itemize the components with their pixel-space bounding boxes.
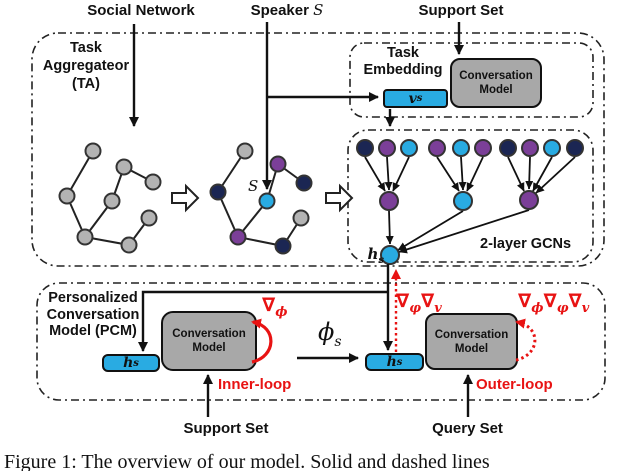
conversation-model-box-top: Conversation Model: [450, 58, 542, 108]
phi-s-sub: s: [334, 333, 342, 350]
social-graph-edges: [66, 150, 154, 246]
conversation-model-box-inner: Conversation Model: [161, 311, 257, 371]
figure-caption: Figure 1: The overview of our model. Sol…: [4, 451, 490, 471]
phi-var: ϕ: [318, 318, 335, 346]
nabla: ∇: [421, 290, 435, 312]
gcn-node-purple: [428, 139, 446, 157]
phi-sub: ϕ: [275, 304, 288, 320]
phi-sub: ϕ: [531, 300, 544, 316]
gcn-hidden-node-purple: [519, 190, 539, 210]
conversation-model-label: Conversation: [172, 328, 246, 340]
graph-node-gray: [236, 142, 254, 160]
graph-node-purple: [269, 155, 287, 173]
nabla: ∇: [543, 290, 557, 312]
hs-gcn-label: hs: [360, 245, 384, 266]
hs-sub: s: [396, 356, 403, 368]
gcn-node-navy: [499, 139, 517, 157]
speaker-text: Speaker: [250, 2, 314, 19]
v-sub: v: [434, 300, 442, 316]
conversation-model-box-outer: Conversation Model: [425, 313, 518, 370]
graph-node: [120, 236, 138, 254]
conversation-model-label: Conversation: [459, 70, 533, 82]
speaker-node-label: S: [248, 177, 259, 195]
speaker-var: S: [313, 1, 324, 19]
conversation-model-label: Model: [454, 342, 489, 355]
social-network-label: Social Network: [87, 2, 195, 19]
gcn-node-cyan: [452, 139, 470, 157]
graph-node: [58, 187, 76, 205]
social-graph-nodes: [58, 142, 162, 254]
gcn-hidden-node-cyan: [453, 191, 473, 211]
outer-loop-arrow: [515, 318, 537, 362]
v-sub: v: [581, 300, 590, 316]
graph-node: [144, 173, 162, 191]
graph-node: [76, 228, 94, 246]
te-line: Embedding: [363, 62, 443, 78]
graph-node: [84, 142, 102, 160]
inner-gradient-label: ∇ϕ: [262, 295, 288, 323]
gcn-node-navy: [356, 139, 374, 157]
mid-gradient-label: ∇φ∇v: [396, 291, 442, 319]
gcn-node-navy: [566, 139, 584, 157]
graph-node: [140, 209, 158, 227]
graph-node: [115, 158, 133, 176]
pcm-line: Conversation: [46, 306, 140, 323]
graph-node-purple: [229, 228, 247, 246]
conversation-model-label: Conversation: [434, 328, 509, 341]
pcm-line: Personalized: [48, 290, 138, 306]
graph-node-gray: [292, 209, 310, 227]
pcm-label: Personalized Conversation Model (PCM): [42, 290, 144, 340]
support-set-top-label: Support Set: [418, 2, 504, 19]
varphi-sub: φ: [556, 300, 569, 316]
vs-sub: s: [416, 93, 423, 104]
nabla: ∇: [262, 294, 276, 316]
hs-var: h: [367, 245, 379, 263]
conversation-model-label: Model: [479, 84, 513, 96]
hs-var: h: [123, 355, 134, 371]
nabla: ∇: [518, 290, 532, 312]
transform-arrow-icon: [325, 183, 354, 213]
conversation-model-label: Model: [192, 342, 226, 354]
gcn-node-cyan: [543, 139, 561, 157]
task-aggregator-label: Task Aggregateor (TA): [36, 39, 136, 93]
graph-node-speaker-cyan: [258, 192, 276, 210]
hs-var: h: [386, 354, 397, 370]
ta-line: Aggregateor: [42, 58, 130, 74]
phi-s-label: ϕs: [318, 318, 342, 350]
hs-sub: s: [378, 255, 384, 266]
colored-graph-edges: [217, 150, 305, 247]
graph-node-navy: [209, 183, 227, 201]
gcn-hidden-node-purple: [379, 191, 399, 211]
ta-line: Task: [70, 40, 102, 56]
inner-loop-label: Inner-loop: [218, 376, 292, 393]
nabla: ∇: [396, 290, 410, 312]
nabla: ∇: [568, 290, 582, 312]
graph-node-navy: [295, 174, 313, 192]
vs-var: v: [408, 90, 417, 107]
gcn-node-cyan: [400, 139, 418, 157]
te-line: Task: [387, 45, 419, 61]
graph-node-navy: [274, 237, 292, 255]
outer-gradient-label: ∇ϕ∇φ∇v: [518, 291, 589, 319]
hs-sub: s: [133, 357, 139, 369]
transform-arrow-icon: [171, 183, 200, 213]
speaker-label: Speaker S: [242, 1, 332, 20]
pcm-line: Model (PCM): [49, 323, 137, 339]
query-set-label: Query Set: [432, 420, 503, 437]
gcn-node-purple: [378, 139, 396, 157]
support-set-bottom-label: Support Set: [183, 420, 269, 437]
outer-loop-label: Outer-loop: [476, 376, 553, 393]
task-embedding-label: Task Embedding: [358, 45, 448, 79]
gcn-node-purple: [521, 139, 539, 157]
graph-node: [103, 192, 121, 210]
gcn-node-purple: [474, 139, 492, 157]
colored-graph-nodes: [209, 142, 313, 255]
gcn-label: 2-layer GCNs: [480, 236, 572, 252]
ta-line: (TA): [72, 76, 100, 92]
varphi-sub: φ: [409, 300, 422, 316]
